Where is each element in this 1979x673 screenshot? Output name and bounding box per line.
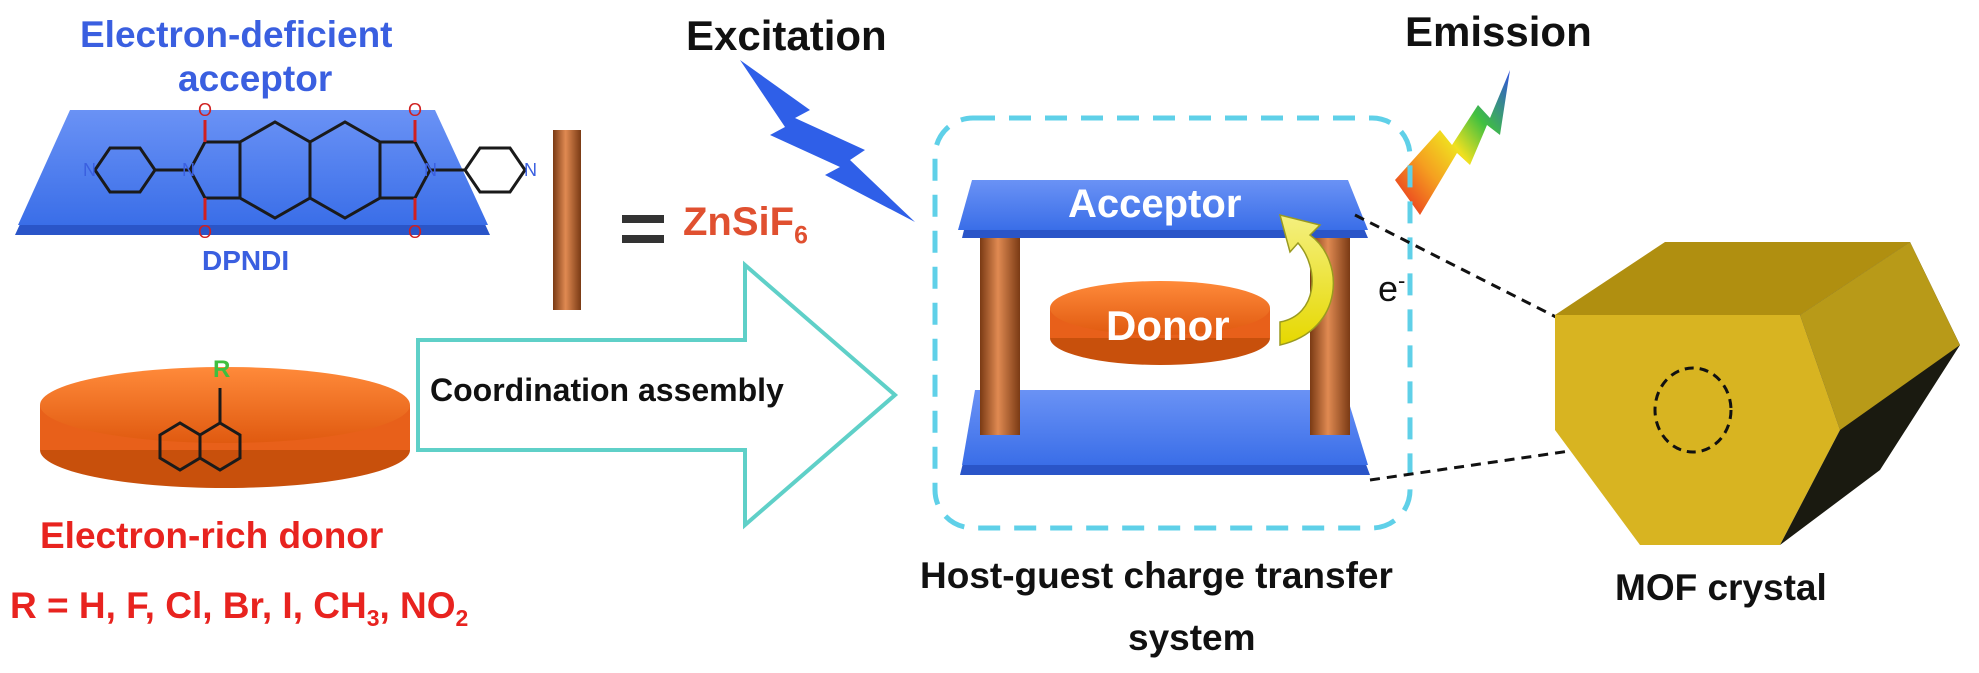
- system-caption-line1: Host-guest charge transfer: [920, 555, 1393, 596]
- acceptor-slab: [15, 110, 490, 235]
- linker-formula: ZnSiF6: [683, 200, 808, 251]
- system-dashed-box: [932, 115, 1413, 531]
- donor-disc: [40, 367, 410, 488]
- excitation-label: Excitation: [686, 12, 887, 59]
- electron-transfer-arrow: [1278, 213, 1335, 346]
- acceptor-title-line2: acceptor: [178, 58, 333, 99]
- acceptor-title-line1: Electron-deficient: [80, 14, 393, 55]
- donor-title: Electron-rich donor: [40, 515, 384, 556]
- oxygen-4: O: [408, 222, 422, 242]
- electron-label: e-: [1378, 268, 1406, 309]
- nitrogen-imide-left: N: [182, 160, 195, 180]
- emission-label: Emission: [1405, 8, 1592, 55]
- emission-lightning: [1395, 70, 1510, 215]
- nitrogen-right: N: [524, 160, 537, 180]
- acceptor-label: Acceptor: [1068, 182, 1242, 226]
- equals-bar-bottom: [622, 235, 664, 243]
- excitation-lightning: [740, 60, 915, 222]
- arrow-label: Coordination assembly: [430, 372, 784, 408]
- donor-label: Donor: [1106, 302, 1230, 349]
- oxygen-3: O: [198, 222, 212, 242]
- nitrogen-left: N: [83, 160, 96, 180]
- substituent-list: R = H, F, Cl, Br, I, CH3, NO2: [10, 585, 469, 632]
- coordination-arrow: [416, 260, 899, 530]
- linker-pillar: [553, 130, 581, 310]
- substituent-r: R: [213, 356, 231, 383]
- dpndi-heteroatoms: N N N N O O O O: [83, 100, 537, 242]
- equals-bar-top: [622, 215, 664, 223]
- nitrogen-imide-right: N: [424, 160, 437, 180]
- molecule-name: DPNDI: [202, 245, 290, 276]
- linker-formula-base: ZnSiF: [683, 200, 795, 244]
- crystal-caption: MOF crystal: [1615, 567, 1827, 608]
- mof-crystal: [1555, 242, 1960, 545]
- oxygen-1: O: [198, 100, 212, 120]
- dpndi-structure: [93, 120, 527, 220]
- host-guest-cage: [958, 180, 1370, 475]
- naphthalene-structure: [158, 388, 242, 472]
- oxygen-2: O: [408, 100, 422, 120]
- linker-formula-sub: 6: [794, 222, 808, 250]
- system-caption-line2: system: [1128, 617, 1256, 658]
